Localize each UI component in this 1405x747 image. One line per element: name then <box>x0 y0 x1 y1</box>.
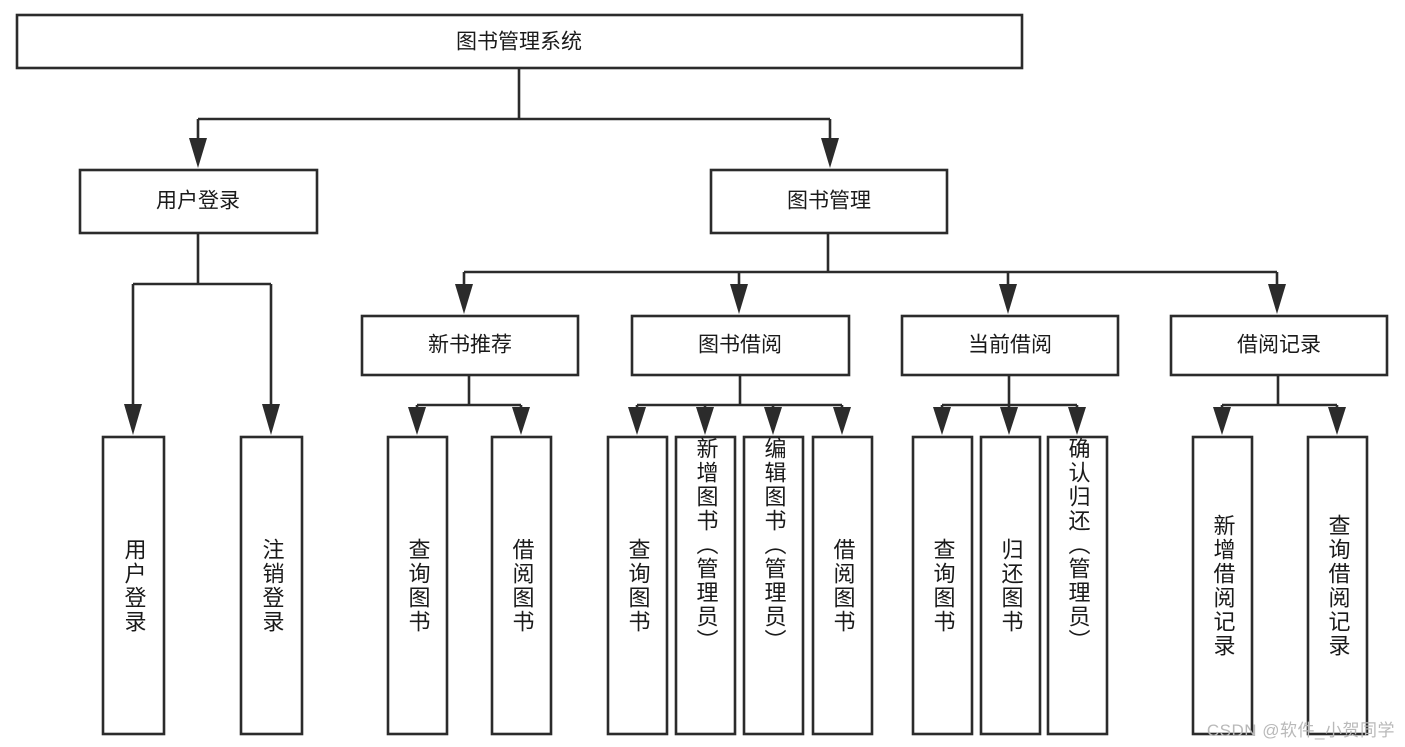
node-box-rect[interactable] <box>15 13 1024 70</box>
node-new-book-recommend[interactable]: 新书推荐 <box>360 314 580 377</box>
arrow-head-icon <box>512 407 530 435</box>
leaf-box-bookborrow-1[interactable] <box>606 435 669 736</box>
watermark-text: CSDN @软件_小贺同学 <box>1206 721 1395 740</box>
node-new-book-recommend-label: 新书推荐 <box>428 334 512 357</box>
node-current-borrow[interactable]: 当前借阅 <box>900 314 1120 377</box>
node-box-rect[interactable] <box>900 314 1120 377</box>
connector-bookmgmt-to-level3 <box>455 233 1286 314</box>
node-user-login[interactable]: 用户登录 <box>78 168 319 235</box>
leaf-box-borrowrecord-2[interactable] <box>1306 435 1369 736</box>
arrow-head-icon <box>933 407 951 435</box>
connector-newbook-to-leaves <box>408 375 530 435</box>
leaf-box-currentborrow-3[interactable] <box>1046 435 1109 736</box>
leaf-box-bookborrow-2[interactable] <box>674 435 737 736</box>
arrow-head-icon <box>1268 284 1286 314</box>
arrow-head-icon <box>455 284 473 314</box>
node-borrow-record[interactable]: 借阅记录 <box>1169 314 1389 377</box>
node-user-login-label: 用户登录 <box>156 190 240 213</box>
arrow-head-icon <box>1068 407 1086 435</box>
node-root-label: 图书管理系统 <box>456 31 582 54</box>
node-box-rect[interactable] <box>1169 314 1389 377</box>
node-box-rect[interactable] <box>709 168 949 235</box>
connector-bookborrow-to-leaves <box>628 375 851 435</box>
leaf-box-user-login-1[interactable] <box>101 435 166 736</box>
arrow-head-icon <box>833 407 851 435</box>
leaf-box-newbook-1[interactable] <box>386 435 449 736</box>
arrow-head-icon <box>408 407 426 435</box>
arrow-head-icon <box>764 407 782 435</box>
arrow-head-icon <box>189 138 207 168</box>
node-current-borrow-label: 当前借阅 <box>968 334 1052 357</box>
leaf-box-user-login-2[interactable] <box>239 435 304 736</box>
node-box-rect[interactable] <box>360 314 580 377</box>
leaf-box-borrowrecord-1[interactable] <box>1191 435 1254 736</box>
arrow-head-icon <box>999 284 1017 314</box>
leaf-box-newbook-2[interactable] <box>490 435 553 736</box>
leaf-box-currentborrow-2[interactable] <box>979 435 1042 736</box>
arrow-head-icon <box>628 407 646 435</box>
arrow-head-icon <box>1328 407 1346 435</box>
connector-borrowrecord-to-leaves <box>1213 375 1346 435</box>
node-box-rect[interactable] <box>78 168 319 235</box>
leaf-box-bookborrow-3[interactable] <box>742 435 805 736</box>
node-box-rect[interactable] <box>630 314 851 377</box>
arrow-head-icon <box>730 284 748 314</box>
leaf-box-bookborrow-4[interactable] <box>811 435 874 736</box>
node-book-management-label: 图书管理 <box>787 190 871 213</box>
arrow-head-icon <box>821 138 839 168</box>
arrow-head-icon <box>1000 407 1018 435</box>
connector-root-to-level2 <box>189 68 839 168</box>
connector-userlogin-to-leaves <box>124 233 280 435</box>
arrow-head-icon <box>1213 407 1231 435</box>
leaf-box-currentborrow-1[interactable] <box>911 435 974 736</box>
arrow-head-icon <box>124 404 142 435</box>
connector-currentborrow-to-leaves <box>933 375 1086 435</box>
arrow-head-icon <box>262 404 280 435</box>
node-book-borrow[interactable]: 图书借阅 <box>630 314 851 377</box>
arrow-head-icon <box>696 407 714 435</box>
node-borrow-record-label: 借阅记录 <box>1237 334 1321 357</box>
node-book-management[interactable]: 图书管理 <box>709 168 949 235</box>
node-book-borrow-label: 图书借阅 <box>698 334 782 357</box>
node-root[interactable]: 图书管理系统 <box>15 13 1024 70</box>
